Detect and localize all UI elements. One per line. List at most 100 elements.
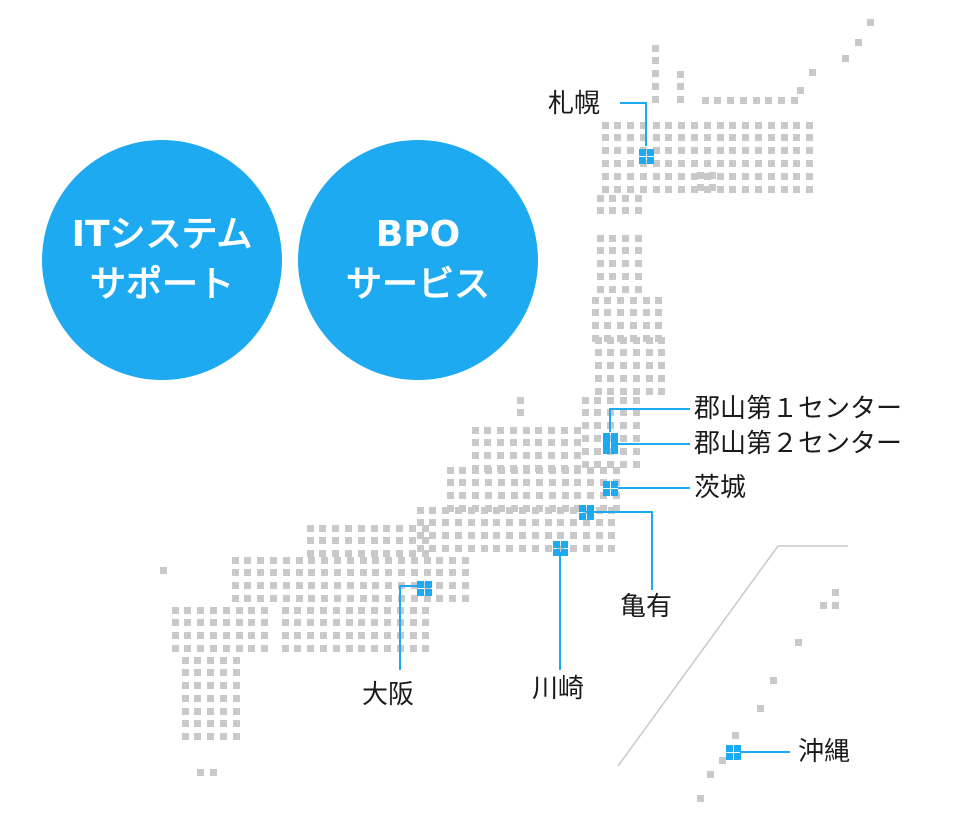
location-marker-osaka [417, 581, 424, 588]
map-dot [410, 632, 417, 639]
map-dot [385, 595, 392, 602]
map-dot [371, 537, 378, 544]
map-dot [755, 134, 762, 141]
map-dot [832, 589, 839, 596]
map-dot [449, 595, 456, 602]
map-dot [172, 632, 179, 639]
map-dot [182, 682, 189, 689]
map-dot [630, 322, 637, 329]
map-dot [614, 122, 621, 129]
map-dot [613, 505, 620, 512]
map-dot [793, 186, 800, 193]
map-dot [347, 569, 354, 576]
map-dot [182, 720, 189, 727]
map-dot [768, 134, 775, 141]
map-dot [717, 160, 724, 167]
map-dot [442, 532, 449, 539]
map-dot [334, 595, 341, 602]
map-dot [429, 519, 436, 526]
map-dot [678, 173, 685, 180]
map-dot [510, 452, 517, 459]
map-dot [665, 173, 672, 180]
map-dot [320, 607, 327, 614]
map-dot [594, 422, 601, 429]
map-dot [194, 733, 201, 740]
map-dot [459, 467, 466, 474]
map-dot [646, 349, 653, 356]
map-dot [197, 769, 204, 776]
map-dot [655, 297, 662, 304]
map-dot [583, 532, 590, 539]
map-dot [620, 435, 627, 442]
map-dot [523, 492, 530, 499]
map-dot [308, 582, 315, 589]
map-dot [320, 619, 327, 626]
map-dot [207, 657, 214, 664]
map-dot [485, 467, 492, 474]
it-circle-line1: ITシステム [71, 214, 253, 255]
map-dot [184, 632, 191, 639]
map-dot [422, 607, 429, 614]
map-dot [261, 619, 268, 626]
map-dot [582, 422, 589, 429]
map-dot [442, 507, 449, 514]
map-dot [653, 160, 660, 167]
map-dot [757, 705, 764, 712]
map-dot [633, 461, 640, 468]
map-dot [640, 186, 647, 193]
map-dot [548, 427, 555, 434]
map-dot [358, 525, 365, 532]
map-dot [248, 619, 255, 626]
map-dot [778, 97, 785, 104]
location-marker-osaka [417, 589, 424, 596]
map-dot [210, 619, 217, 626]
map-dot [620, 349, 627, 356]
map-dot [704, 160, 711, 167]
map-dot [609, 195, 616, 202]
map-dot [768, 173, 775, 180]
map-dot [409, 537, 416, 544]
bpo-service-circle[interactable]: BPO サービス [298, 140, 538, 380]
map-dot [809, 69, 816, 76]
map-dot [233, 733, 240, 740]
map-dot [472, 452, 479, 459]
map-dot [358, 550, 365, 557]
it-system-support-circle[interactable]: ITシステム サポート [42, 140, 282, 380]
map-dot [622, 195, 629, 202]
map-dot [622, 207, 629, 214]
map-dot [207, 669, 214, 676]
map-dot [232, 557, 239, 564]
map-dot [549, 467, 556, 474]
map-dot [793, 147, 800, 154]
map-dot [411, 569, 418, 576]
map-dot [493, 545, 500, 552]
map-dot [319, 537, 326, 544]
map-dot [320, 645, 327, 652]
map-dot [620, 397, 627, 404]
map-dot [630, 309, 637, 316]
map-dot [561, 439, 568, 446]
map-dot [562, 479, 569, 486]
map-dot [385, 569, 392, 576]
map-dot [497, 439, 504, 446]
map-dot [511, 467, 518, 474]
map-dot [597, 260, 604, 267]
map-dot [608, 545, 615, 552]
map-dot [791, 97, 798, 104]
map-dot [429, 545, 436, 552]
map-dot [622, 286, 629, 293]
map-dot [583, 507, 590, 514]
map-dot [194, 708, 201, 715]
map-dot [842, 55, 849, 62]
map-dot [510, 427, 517, 434]
map-dot [570, 545, 577, 552]
map-dot [371, 525, 378, 532]
map-dot [781, 160, 788, 167]
map-dot [383, 550, 390, 557]
map-dot [308, 595, 315, 602]
map-dot [523, 452, 530, 459]
map-dot [519, 545, 526, 552]
map-dot [755, 147, 762, 154]
map-dot [307, 550, 314, 557]
map-dot [627, 122, 634, 129]
